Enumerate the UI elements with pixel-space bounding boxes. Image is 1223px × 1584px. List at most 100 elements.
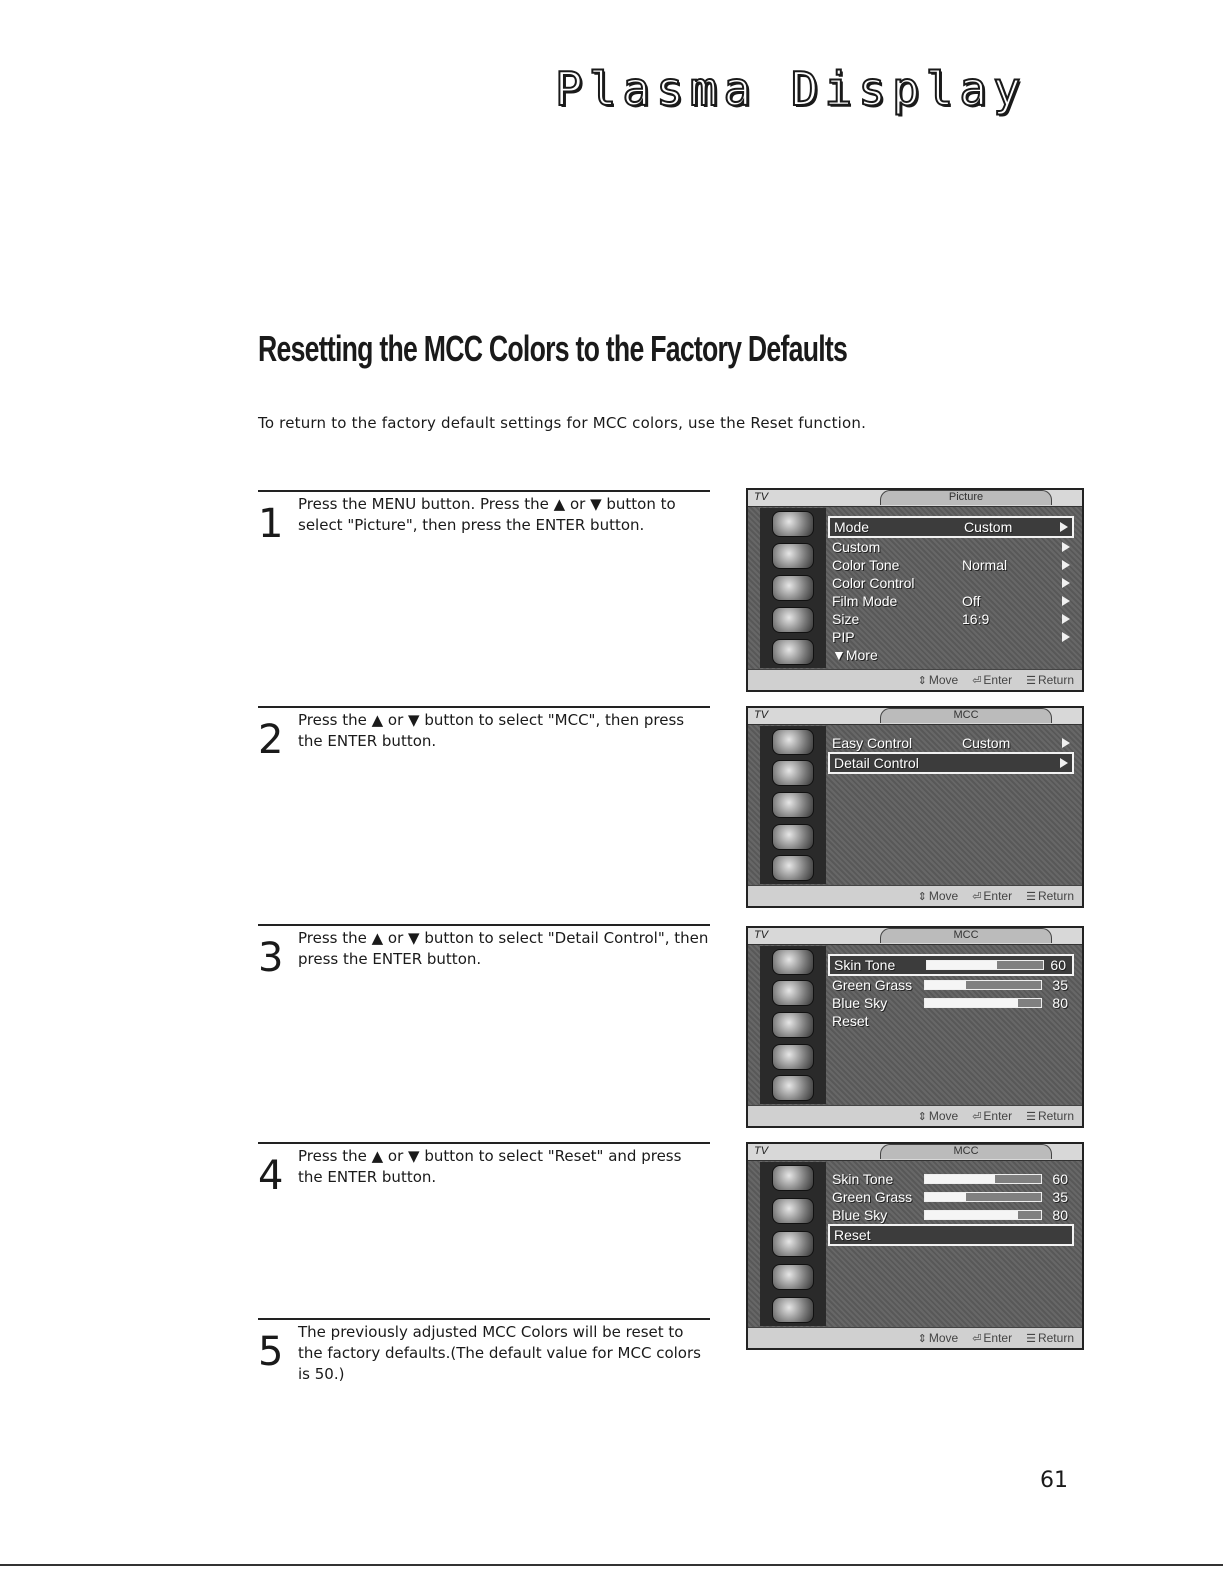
channel-icon xyxy=(772,1263,814,1290)
menu-item-custom[interactable]: Custom xyxy=(828,538,1074,556)
menu-item-value: 16:9 xyxy=(962,611,990,627)
menu-item-label: Mode xyxy=(834,519,870,535)
step-number: 3 xyxy=(258,935,284,981)
tab-title: MCC xyxy=(880,928,1052,943)
menu-item-label: Blue Sky xyxy=(832,1207,888,1223)
setup-icon xyxy=(772,855,814,882)
hint-return: ☰Return xyxy=(1026,889,1074,903)
slider-fill xyxy=(925,981,966,989)
menu-item-value: Custom xyxy=(964,519,1013,535)
menu-item-detail-control[interactable]: Detail Control xyxy=(828,752,1074,774)
menu-item-label: Size xyxy=(832,611,860,627)
step-number: 4 xyxy=(258,1153,284,1199)
menu-item-value: 35 xyxy=(1052,977,1068,993)
hint-move: ⇕Move xyxy=(917,1331,959,1345)
arrow-right-icon xyxy=(1062,578,1070,588)
tab-tv: TV xyxy=(754,1145,769,1157)
green-grass-slider[interactable] xyxy=(924,980,1042,990)
intro-text: To return to the factory default setting… xyxy=(258,414,867,432)
hint-move: ⇕Move xyxy=(917,889,959,903)
picture-icon xyxy=(772,760,814,787)
step-number: 1 xyxy=(258,501,284,547)
arrow-right-icon xyxy=(1062,632,1070,642)
step-number: 2 xyxy=(258,717,284,763)
up-down-icon: ⇕ xyxy=(917,1110,927,1123)
menu-icon: ☰ xyxy=(1026,674,1036,687)
menu-item-pip[interactable]: PIP xyxy=(828,628,1074,646)
menu-item-label: Blue Sky xyxy=(832,995,888,1011)
menu-item-size[interactable]: Size 16:9 xyxy=(828,610,1074,628)
footer-rule xyxy=(0,1564,1223,1566)
menu-item-more[interactable]: ▼More xyxy=(828,646,1074,664)
osd-hint-bar: ⇕Move ⏎Enter ☰Return xyxy=(748,669,1082,690)
tab-title: MCC xyxy=(880,708,1052,723)
hint-return: ☰Return xyxy=(1026,1109,1074,1123)
arrow-right-icon xyxy=(1062,614,1070,624)
blue-sky-slider[interactable] xyxy=(924,998,1042,1008)
picture-icon xyxy=(772,1198,814,1225)
setup-icon xyxy=(772,1296,814,1323)
setup-icon xyxy=(772,1075,814,1102)
arrow-right-icon xyxy=(1062,542,1070,552)
hint-enter: ⏎Enter xyxy=(972,1109,1013,1123)
menu-item-value: 60 xyxy=(1050,957,1066,973)
osd-hint-bar: ⇕Move ⏎Enter ☰Return xyxy=(748,885,1082,906)
osd-icon-strip xyxy=(760,726,826,884)
tab-tv: TV xyxy=(754,929,769,941)
osd-tab-bar: TV Picture xyxy=(748,490,1082,507)
skin-tone-slider[interactable] xyxy=(924,1174,1042,1184)
menu-item-value: Off xyxy=(962,593,981,609)
slider-fill xyxy=(925,1193,966,1201)
menu-item-value: Custom xyxy=(962,735,1011,751)
blue-sky-slider[interactable] xyxy=(924,1210,1042,1220)
osd-icon-strip xyxy=(760,508,826,668)
input-icon xyxy=(772,728,814,755)
page-title: Resetting the MCC Colors to the Factory … xyxy=(258,328,848,369)
hint-move: ⇕Move xyxy=(917,1109,959,1123)
step-3: 3 Press the ▲ or ▼ button to select "Det… xyxy=(258,924,710,978)
step-text: Press the MENU button. Press the ▲ or ▼ … xyxy=(298,495,676,534)
up-down-icon: ⇕ xyxy=(917,1332,927,1345)
menu-item-skin-tone[interactable]: Skin Tone 60 xyxy=(828,954,1074,976)
menu-item-reset[interactable]: Reset xyxy=(828,1012,1074,1030)
menu-item-color-control[interactable]: Color Control xyxy=(828,574,1074,592)
skin-tone-slider[interactable] xyxy=(926,960,1044,970)
arrow-right-icon xyxy=(1062,596,1070,606)
arrow-right-icon xyxy=(1062,738,1070,748)
menu-item-label: Skin Tone xyxy=(834,957,896,973)
menu-item-reset[interactable]: Reset xyxy=(828,1224,1074,1246)
menu-item-label: Reset xyxy=(832,1013,869,1029)
step-5: 5 The previously adjusted MCC Colors wil… xyxy=(258,1318,710,1383)
step-text: Press the ▲ or ▼ button to select "MCC",… xyxy=(298,711,685,750)
tab-title: Picture xyxy=(880,490,1052,505)
arrow-right-icon xyxy=(1062,560,1070,570)
menu-item-label: ▼More xyxy=(832,647,878,663)
hint-return: ☰Return xyxy=(1026,673,1074,687)
green-grass-slider[interactable] xyxy=(924,1192,1042,1202)
input-icon xyxy=(772,1165,814,1192)
channel-icon xyxy=(772,607,814,633)
hint-move: ⇕Move xyxy=(917,673,959,687)
step-2: 2 Press the ▲ or ▼ button to select "MCC… xyxy=(258,706,710,760)
sound-icon xyxy=(772,575,814,601)
slider-fill xyxy=(927,961,997,969)
menu-item-blue-sky[interactable]: Blue Sky 80 xyxy=(828,994,1074,1012)
step-4: 4 Press the ▲ or ▼ button to select "Res… xyxy=(258,1142,710,1196)
menu-item-value: 80 xyxy=(1052,995,1068,1011)
tab-tv: TV xyxy=(754,709,769,721)
menu-item-mode[interactable]: Mode Custom xyxy=(828,516,1074,538)
up-down-icon: ⇕ xyxy=(917,674,927,687)
page-number: 61 xyxy=(1040,1468,1068,1493)
menu-item-label: Custom xyxy=(832,539,881,555)
